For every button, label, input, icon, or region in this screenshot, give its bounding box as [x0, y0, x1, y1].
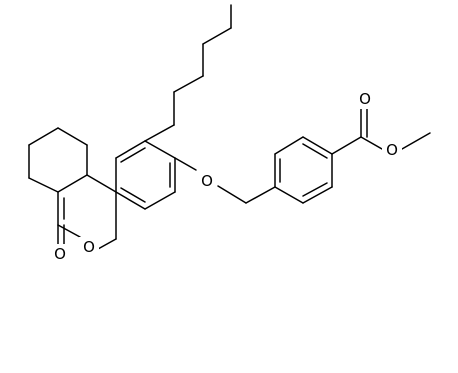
bond [28, 177, 59, 193]
bond [97, 238, 117, 250]
atom-o-ether: O [201, 172, 213, 190]
bond [57, 174, 88, 193]
atom-o-lactone-carbonyl: O [54, 245, 66, 263]
bond [302, 143, 328, 159]
bond [57, 224, 81, 238]
bond [245, 186, 276, 204]
bond [28, 127, 59, 146]
atom-labels: O O O O O [50, 89, 402, 264]
bond [217, 185, 247, 204]
bond [115, 191, 146, 210]
atom-o-ester-carbonyl: O [359, 90, 371, 108]
bond [302, 136, 333, 155]
bond [360, 136, 383, 150]
bond [302, 182, 328, 197]
bond [120, 147, 146, 163]
bond [144, 191, 176, 210]
bonds [28, 4, 431, 250]
bond [302, 186, 333, 204]
bond [274, 186, 304, 204]
bond [57, 127, 88, 146]
bond [202, 27, 232, 45]
bond [115, 140, 146, 159]
bond [86, 174, 117, 193]
bond [173, 75, 204, 93]
atom-o-ester: O [386, 141, 398, 159]
bond [144, 140, 176, 159]
bond [174, 157, 197, 171]
bond [401, 132, 431, 150]
bond [144, 124, 175, 142]
bond [120, 187, 146, 203]
bond [274, 136, 304, 155]
atom-o-ring: O [83, 238, 95, 256]
bond [331, 136, 362, 155]
